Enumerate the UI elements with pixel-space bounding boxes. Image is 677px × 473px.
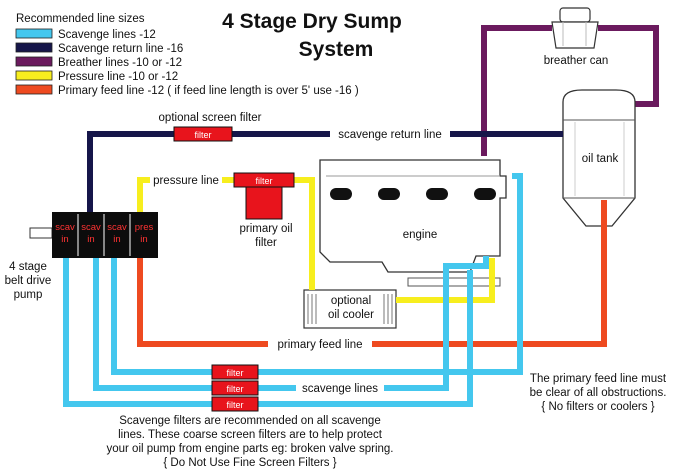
engine-label: engine bbox=[403, 229, 438, 241]
pump-port-1-line-2: in bbox=[61, 234, 68, 245]
pump-port-4-line-1: pres bbox=[135, 222, 154, 233]
scavenge-filter-2-text: filter bbox=[226, 384, 243, 394]
breather-line-engine bbox=[481, 25, 552, 156]
pressure-line-label-bg bbox=[150, 173, 222, 187]
scavenge-return-label-bg bbox=[330, 127, 450, 141]
legend-label-breather: Breather lines -10 or -12 bbox=[58, 57, 182, 69]
pump-port-2-line-1: scav bbox=[81, 222, 101, 233]
oil-tank bbox=[562, 89, 636, 227]
feed-note-line-3: { No filters or coolers } bbox=[541, 401, 654, 413]
scavenge-filter-1 bbox=[211, 364, 259, 380]
scavenge-note-line-1: Scavenge filters are recommended on all … bbox=[119, 415, 380, 427]
pump-stage-dividers bbox=[77, 214, 131, 256]
title-line-2: System bbox=[299, 38, 374, 61]
breather-can-label: breather can bbox=[544, 55, 609, 67]
primary-feed-line-label: primary feed line bbox=[277, 339, 362, 351]
pump-label-line-1: 4 stage bbox=[9, 261, 47, 273]
engine bbox=[319, 159, 507, 287]
breather-can-cap bbox=[559, 7, 591, 23]
scavenge-note-line-4: { Do Not Use Fine Screen Filters } bbox=[163, 457, 336, 469]
oil-cooler-fins bbox=[307, 294, 393, 324]
pump-port-3-line-2: in bbox=[113, 234, 120, 245]
primary-feed-line-label-bg bbox=[268, 337, 372, 351]
pump-port-4-line-2: in bbox=[140, 234, 147, 245]
feed-line-note: The primary feed line must be clear of a… bbox=[530, 373, 667, 413]
oil-cooler bbox=[303, 289, 397, 329]
scavenge-filter-1-text: filter bbox=[226, 368, 243, 378]
pump-label-line-2: belt drive bbox=[5, 275, 52, 287]
scavenge-return-line-label: scavenge return line bbox=[338, 129, 442, 141]
pressure-line-to-cooler bbox=[294, 177, 315, 290]
engine-port bbox=[330, 188, 352, 200]
primary-oil-filter-head-text: filter bbox=[255, 176, 272, 186]
scavenge-line-2 bbox=[93, 256, 489, 391]
scavenge-lines-label: scavenge lines bbox=[302, 383, 378, 395]
primary-oil-filter-label-line-2: filter bbox=[255, 237, 277, 249]
legend-label-scavenge: Scavenge lines -12 bbox=[58, 29, 156, 41]
scavenge-filter-note: Scavenge filters are recommended on all … bbox=[106, 415, 393, 469]
scavenge-filter-3-text: filter bbox=[226, 400, 243, 410]
scavenge-lines-label-bg bbox=[296, 381, 384, 395]
optional-screen-filter-text: filter bbox=[194, 130, 211, 140]
legend-swatch-return bbox=[15, 42, 53, 53]
pressure-line-to-engine bbox=[396, 258, 495, 303]
scavenge-filter-2 bbox=[211, 380, 259, 396]
scavenge-lines bbox=[63, 173, 523, 407]
pump-port-2-line-2: in bbox=[87, 234, 94, 245]
legend: Recommended line sizes Scavenge lines -1… bbox=[15, 13, 359, 97]
title-line-1: 4 Stage Dry Sump bbox=[222, 10, 402, 33]
scavenge-line-3 bbox=[63, 258, 473, 407]
legend-swatch-pressure bbox=[15, 70, 53, 81]
oil-cooler-label-line-2: oil cooler bbox=[328, 309, 374, 321]
oil-cooler-body bbox=[303, 289, 397, 329]
legend-swatch-breather bbox=[15, 56, 53, 67]
breather-can bbox=[551, 7, 599, 49]
belt-drive-pump: scav in scav in scav in pres in bbox=[29, 212, 158, 258]
scavenge-note-line-2: lines. These coarse screen filters are t… bbox=[118, 429, 383, 441]
engine-sump-pan bbox=[407, 277, 501, 287]
pump-port-3-line-1: scav bbox=[107, 222, 127, 233]
legend-label-return: Scavenge return line -16 bbox=[58, 43, 183, 55]
legend-label-feed: Primary feed line -12 ( if feed line len… bbox=[58, 85, 359, 97]
feed-note-line-1: The primary feed line must bbox=[530, 373, 667, 385]
breather-can-body bbox=[551, 21, 599, 49]
pump-body bbox=[52, 212, 158, 258]
scavenge-note-line-3: your oil pump from engine parts eg: brok… bbox=[106, 443, 393, 455]
breather-lines bbox=[481, 25, 659, 156]
legend-swatch-feed bbox=[15, 84, 53, 95]
oil-tank-label: oil tank bbox=[582, 153, 619, 165]
pump-shaft bbox=[29, 227, 53, 239]
scavenge-line-1 bbox=[111, 173, 523, 375]
engine-port bbox=[378, 188, 400, 200]
engine-block bbox=[319, 159, 507, 273]
engine-port bbox=[474, 188, 496, 200]
pump-port-1-line-1: scav bbox=[55, 222, 75, 233]
optional-screen-filter bbox=[173, 126, 233, 142]
breather-line-tank bbox=[598, 25, 659, 107]
scavenge-filter-3 bbox=[211, 396, 259, 412]
legend-heading: Recommended line sizes bbox=[16, 13, 145, 25]
primary-oil-filter-canister bbox=[245, 186, 283, 220]
legend-swatch-scavenge bbox=[15, 28, 53, 39]
legend-label-pressure: Pressure line -10 or -12 bbox=[58, 71, 178, 83]
pressure-line-label: pressure line bbox=[153, 175, 219, 187]
oil-tank-body bbox=[562, 89, 636, 227]
optional-screen-filter-label: optional screen filter bbox=[159, 112, 262, 124]
oil-cooler-label-line-1: optional bbox=[331, 295, 371, 307]
engine-port bbox=[426, 188, 448, 200]
primary-oil-filter-label-line-1: primary oil bbox=[239, 223, 292, 235]
feed-note-line-2: be clear of all obstructions. bbox=[530, 387, 667, 399]
pump-label-line-3: pump bbox=[14, 289, 43, 301]
